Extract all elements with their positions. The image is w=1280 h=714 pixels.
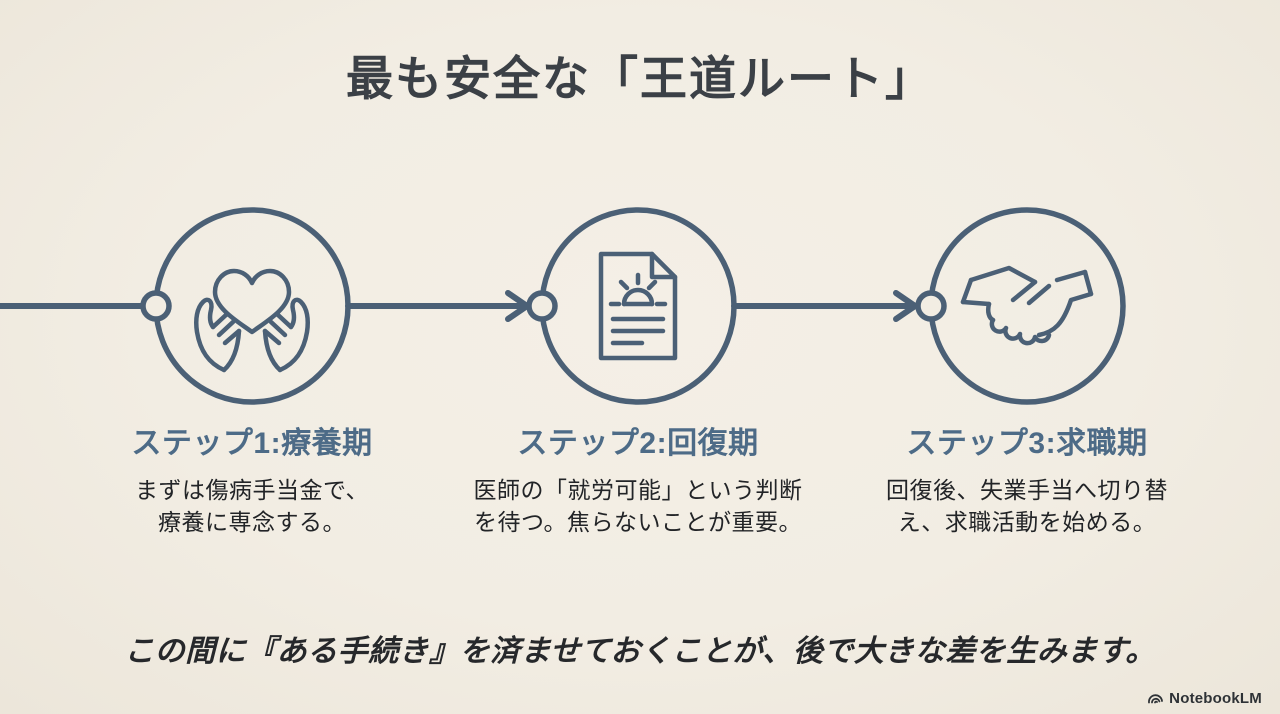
page-title: 最も安全な「王道ルート」: [346, 54, 934, 106]
step2-block: ステップ2:回復期 医師の「就労可能」という判断 を待つ。焦らないことが重要。: [448, 426, 828, 538]
node-dot: [140, 290, 172, 322]
step3-block: ステップ3:求職期 回復後、失業手当へ切り替 え、求職活動を始める。: [837, 426, 1217, 538]
notebooklm-logo-icon: [1148, 694, 1164, 704]
node-dot: [526, 290, 558, 322]
step2-label: ステップ2:回復期: [517, 427, 759, 460]
step1-label: ステップ1:療養期: [131, 427, 373, 460]
step1-block: ステップ1:療養期 まずは傷病手当金で、 療養に専念する。: [62, 426, 442, 538]
step3-description: 回復後、失業手当へ切り替 え、求職活動を始める。: [886, 477, 1168, 536]
brand-name: NotebookLM: [1169, 690, 1262, 707]
arrowhead-icon: [893, 290, 918, 322]
step1-circle: [153, 207, 351, 405]
handshake-icon: [960, 265, 1094, 346]
step1-description: まずは傷病手当金で、 療養に専念する。: [134, 477, 370, 536]
step3-circle: [928, 207, 1126, 405]
node-dot: [915, 290, 947, 322]
document-sun-icon: [598, 251, 678, 361]
brand-mark: NotebookLM: [1147, 690, 1262, 707]
hands-holding-heart-icon: [194, 268, 310, 373]
footer-note: この間に『ある手続き』を済ませておくことが、後で大きな差を生みます。: [124, 635, 1156, 668]
step2-description: 医師の「就労可能」という判断 を待つ。焦らないことが重要。: [473, 477, 803, 536]
step3-label: ステップ3:求職期: [906, 427, 1148, 460]
